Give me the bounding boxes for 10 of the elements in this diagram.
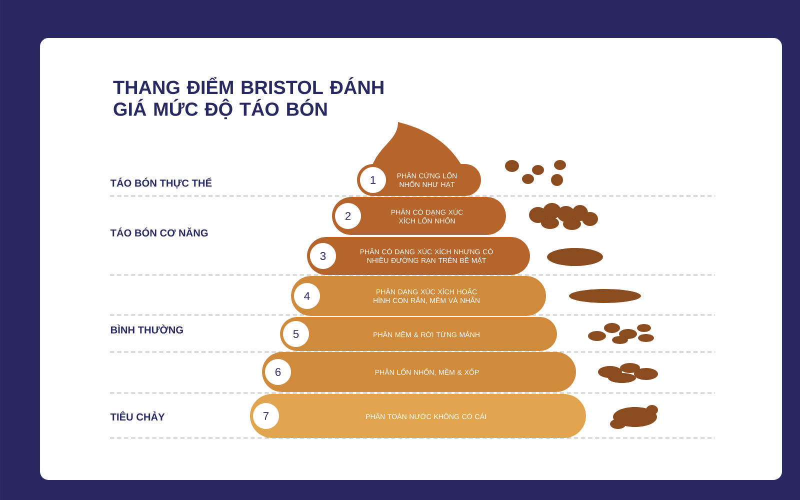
node-label: 2 <box>345 212 351 220</box>
category-label: TÁO BÓN CƠ NĂNG <box>110 227 208 237</box>
diagram-title: THANG ĐIỂM BRISTOL ĐÁNH GIÁ MỨC ĐỘ TÁO BÓN <box>113 76 384 120</box>
node-label: 4 <box>304 292 310 300</box>
category-label: TIÊU CHẢY <box>110 411 165 421</box>
node-label: 5 <box>293 330 299 338</box>
category-label: TÁO BÓN THỰC THỂ <box>110 178 212 188</box>
category-label: BÌNH THƯỜNG <box>110 324 183 334</box>
node-label: 1 <box>370 176 376 184</box>
node-label: 6 <box>275 368 281 376</box>
